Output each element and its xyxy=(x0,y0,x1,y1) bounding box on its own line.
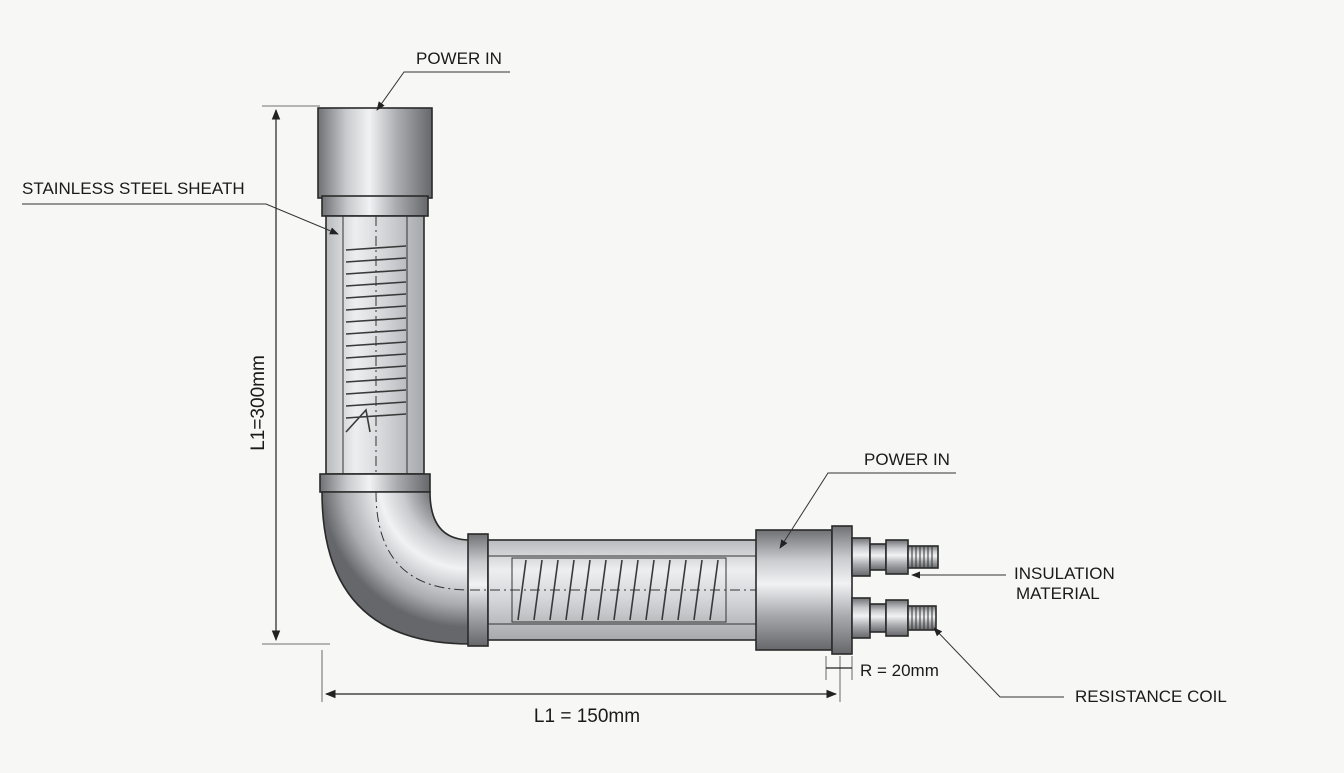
leader-resistance-coil xyxy=(933,627,1064,698)
top-power-cap xyxy=(317,107,433,217)
upper-terminal xyxy=(851,537,939,577)
label-power-in-right: POWER IN xyxy=(864,450,950,469)
horizontal-dimension xyxy=(321,650,841,702)
elbow-bend xyxy=(321,491,471,645)
radius-dimension-label: R = 20mm xyxy=(860,661,939,680)
label-sheath: STAINLESS STEEL SHEATH xyxy=(22,179,245,198)
vertical-sheath-tube xyxy=(325,215,425,475)
horizontal-sheath-tube xyxy=(470,539,761,641)
label-power-in-top: POWER IN xyxy=(416,49,502,68)
horizontal-dimension-label: L1 = 150mm xyxy=(534,706,640,727)
vertical-dimension xyxy=(262,105,330,645)
vertical-resistance-coil xyxy=(345,245,407,433)
right-power-head xyxy=(755,525,853,655)
leader-power-in-top xyxy=(376,71,510,111)
vertical-collar xyxy=(319,473,431,493)
leader-power-in-right xyxy=(779,472,956,549)
label-insulation-line2: MATERIAL xyxy=(1016,584,1100,603)
vertical-dimension-label: L1=300mm xyxy=(248,355,269,451)
leader-sheath xyxy=(22,203,339,235)
label-resistance-coil: RESISTANCE COIL xyxy=(1075,687,1227,706)
radius-dimension xyxy=(825,656,853,680)
lower-terminal xyxy=(851,597,937,639)
label-insulation-line1: INSULATION xyxy=(1014,564,1115,583)
horizontal-resistance-coil xyxy=(511,557,727,623)
